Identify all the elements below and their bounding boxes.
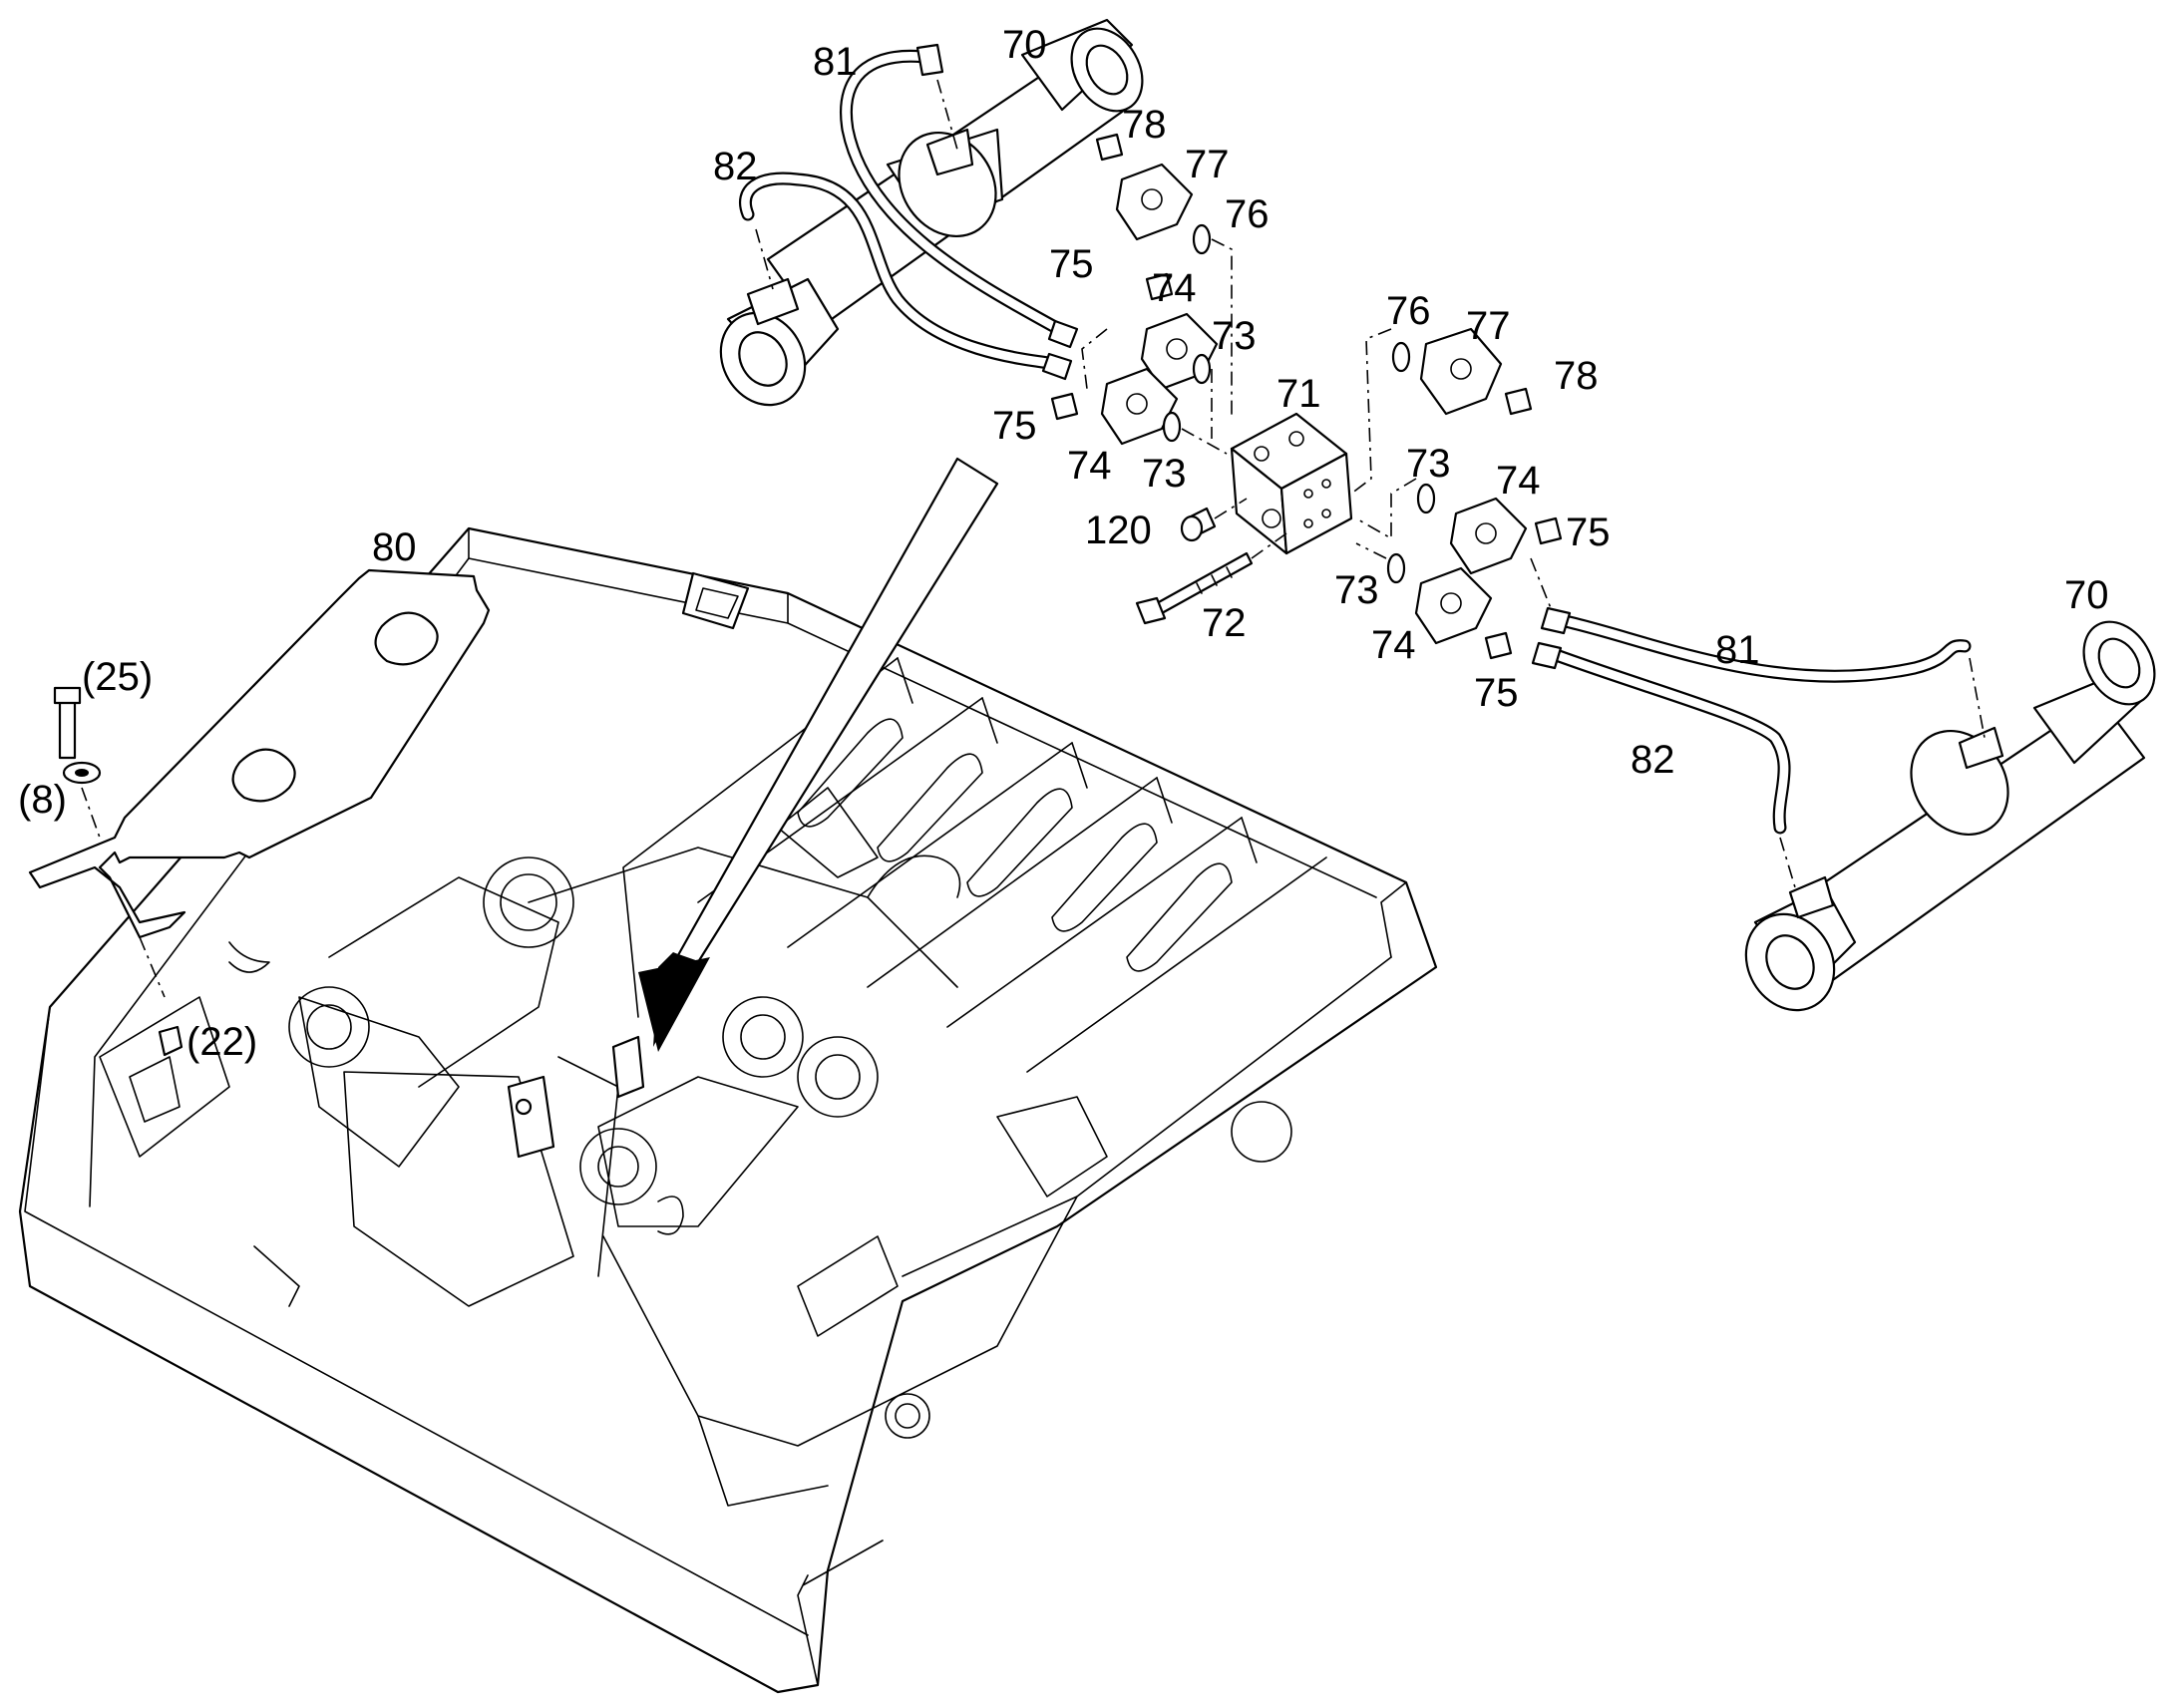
callout-73-b: 73: [1142, 452, 1187, 496]
callout-73-c: 73: [1406, 442, 1451, 486]
callout-70-right: 70: [2064, 573, 2109, 617]
callout-78-right: 78: [1554, 354, 1599, 398]
callout-76-right: 76: [1386, 289, 1431, 333]
flange-set-top: [1050, 133, 1233, 455]
callout-120: 120: [1085, 509, 1152, 552]
callout-81-top: 81: [813, 40, 858, 84]
valve-block: [1230, 412, 1353, 555]
fitting-120: [1180, 498, 1248, 542]
callout-78-top: 78: [1122, 103, 1167, 147]
callout-82-top: 82: [713, 145, 758, 188]
callout-74-d: 74: [1371, 623, 1416, 667]
callout-71: 71: [1276, 372, 1321, 416]
callout-74-a: 74: [1152, 266, 1197, 310]
callout-70-top: 70: [1002, 23, 1047, 67]
hose-top: [739, 43, 1079, 381]
callout-75-b: 75: [992, 404, 1037, 448]
callout-75-c: 75: [1566, 511, 1611, 554]
cylinder-right: [1744, 620, 2156, 1012]
callout-80: 80: [372, 525, 417, 569]
callout-77-right: 77: [1466, 304, 1511, 348]
callout-77-top: 77: [1185, 143, 1230, 186]
callout-75-d: 75: [1474, 671, 1519, 715]
callout-72: 72: [1202, 601, 1247, 645]
callout-8: (8): [18, 778, 67, 822]
callout-74-b: 74: [1067, 444, 1112, 488]
callout-74-c: 74: [1496, 459, 1541, 503]
callout-81-right: 81: [1715, 628, 1760, 672]
cover-plate: [28, 568, 491, 998]
hose-right: [1531, 606, 1986, 888]
callout-76-top: 76: [1225, 192, 1270, 236]
callout-labels: 70 81 82 78 77 76 75 74 73 75 74 73 71 7…: [18, 23, 2109, 1064]
callout-25: (25): [82, 655, 153, 699]
fastener-stack: [53, 686, 183, 1057]
detail-pointer-arrow: [638, 457, 999, 1052]
flange-set-right: [1350, 327, 1563, 660]
bolt-72: [1135, 532, 1287, 625]
callout-73-d: 73: [1334, 568, 1379, 612]
valve-mount-bracket: [507, 1035, 645, 1159]
callout-73-a: 73: [1212, 314, 1257, 358]
callout-82-right: 82: [1631, 738, 1675, 782]
callout-22: (22): [186, 1020, 257, 1064]
cylinder-top: [719, 18, 1144, 407]
blade-frame: [18, 526, 1438, 1694]
callout-75-a: 75: [1049, 242, 1094, 286]
